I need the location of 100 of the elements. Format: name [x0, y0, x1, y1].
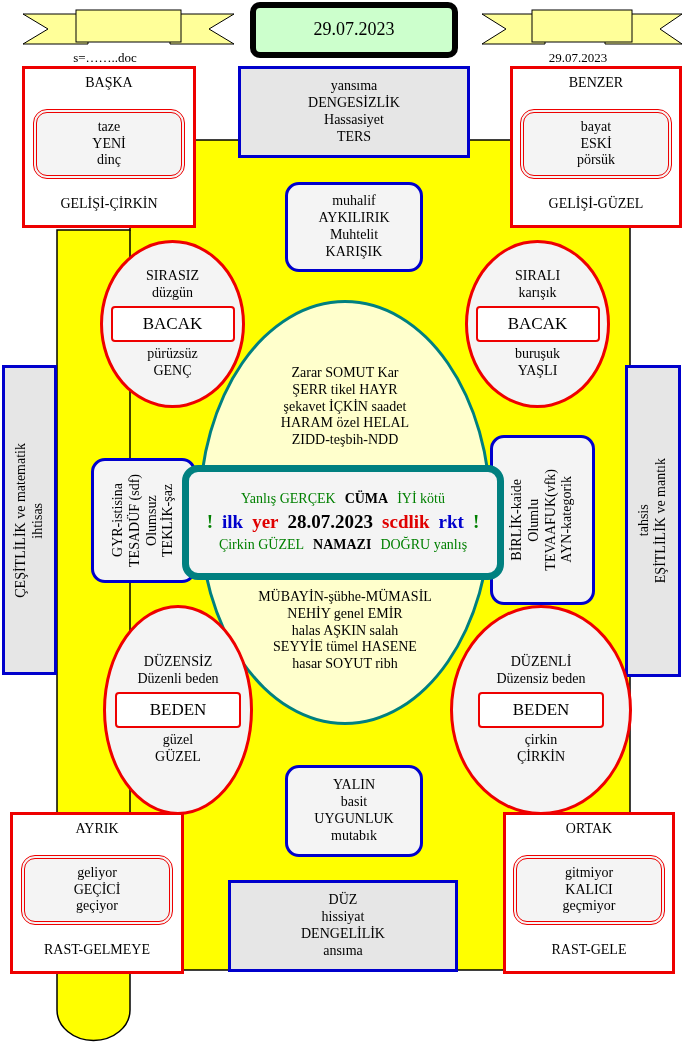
vertical-box — [625, 365, 681, 677]
node-text: YAŞLI — [516, 362, 559, 380]
node-text: ihtisas — [29, 502, 46, 538]
node-text: ilk — [222, 511, 244, 534]
node-text: dinç — [96, 152, 122, 170]
node-text: ÇEŞİTLİLİK ve matematik — [12, 442, 29, 598]
node-text: Zarar SOMUT Kar — [291, 365, 399, 382]
node-text: Olumlu — [525, 498, 542, 542]
node-text: GEÇİCİ — [73, 881, 121, 899]
node-text: pörsük — [576, 152, 616, 170]
node-text: TEKLİK-şaz — [160, 483, 177, 558]
node-text: AYKILIRIK — [318, 210, 390, 227]
node-text: mutabık — [331, 827, 377, 845]
node-text: BİRLİK-kaide — [508, 479, 525, 561]
node-text: Çirkin GÜZEL — [218, 536, 305, 554]
node-text: BACAK — [142, 313, 203, 335]
date-box — [250, 2, 458, 58]
node-text: CÜMA — [344, 491, 389, 509]
header-note: s=……..doc — [73, 50, 137, 66]
outlined-box — [22, 66, 196, 228]
node-text: TEVAAFUK(vfk) — [542, 469, 559, 571]
label-box — [475, 306, 600, 342]
node-text: BACAK — [507, 313, 568, 335]
outlined-box — [238, 66, 470, 158]
node-text: ÇİRKİN — [516, 748, 566, 766]
node-text: Muhtelit — [329, 227, 379, 244]
rounded-box — [285, 765, 423, 857]
node-text: düzgün — [150, 285, 195, 302]
node-text: muhalif — [332, 193, 376, 211]
node-text: karışık — [517, 285, 558, 302]
node-text: YALIN — [333, 777, 375, 795]
node-text: pürüzsüz — [147, 346, 198, 363]
node-text: BAŞKA — [85, 75, 133, 92]
node-text: EŞİTLİLİK ve mantık — [653, 458, 669, 584]
node-text: basit — [340, 794, 368, 811]
node-text: GELİŞİ-ÇİRKİN — [60, 196, 158, 213]
node-text: halas AŞKIN salah — [291, 622, 399, 639]
node-text: şekavet İÇKİN saadet — [283, 398, 407, 416]
node-text: DENGESİZLİK — [308, 95, 400, 112]
node-text: İYİ kötü — [397, 491, 445, 509]
node-text: bayat — [580, 118, 612, 136]
node-text: GÜZEL — [155, 748, 201, 766]
node-text: UYGUNLUK — [314, 811, 394, 828]
node-text: geçiyor — [76, 898, 118, 916]
node-text: Düzensiz beden — [496, 671, 586, 688]
node-text: tahsis — [636, 505, 653, 537]
node-text: çirkin — [523, 732, 559, 749]
node-text: ! — [472, 511, 480, 534]
node-text: hissiyat — [321, 909, 365, 926]
node-text: RAST-GELMEYE — [43, 942, 150, 959]
label-box — [478, 692, 604, 728]
label-box — [115, 692, 241, 728]
outlined-box — [228, 880, 458, 972]
node-text: AYRIK — [75, 821, 119, 838]
node-text: AYN-kategorik — [559, 476, 576, 564]
node-text: 28.07.2023 — [287, 511, 374, 534]
vertical-box — [2, 365, 57, 675]
node-text: GENÇ — [152, 362, 193, 380]
node-text: 29.07.2023 — [313, 19, 395, 41]
node-text: rkt — [438, 511, 464, 534]
node-text: buruşuk — [514, 346, 561, 363]
label-box — [110, 306, 235, 342]
node-text: scdlik — [382, 511, 430, 534]
node-text: SIRASIZ — [146, 268, 199, 286]
rounded-box — [285, 182, 423, 272]
outlined-box — [503, 812, 675, 974]
node-text: KALICI — [565, 881, 613, 899]
node-text: SEYYİE tümel HASENE — [273, 639, 417, 657]
node-text: Yanlış GERÇEK — [241, 491, 336, 509]
node-text: GELİŞİ-GÜZEL — [548, 196, 644, 213]
node-text: DÜZ — [328, 892, 358, 910]
node-text: SIRALI — [514, 268, 561, 286]
node-text: HARAM özel HELAL — [280, 415, 410, 433]
node-text: ORTAK — [565, 821, 613, 838]
node-text: Hassasiyet — [324, 112, 384, 129]
header-note: 29.07.2023 — [548, 50, 608, 66]
node-text: ZIDD-teşbih-NDD — [291, 432, 399, 449]
node-text: güzel — [161, 732, 195, 749]
outlined-box — [10, 812, 184, 974]
node-text: DÜZENLİ — [509, 654, 573, 672]
node-text: gitmiyor — [564, 864, 614, 882]
rounded-box — [490, 435, 595, 605]
node-text: ŞERR tikel HAYR — [292, 381, 398, 399]
node-text: KARIŞIK — [325, 243, 383, 261]
outlined-box — [510, 66, 682, 228]
node-text: RAST-GELE — [551, 942, 627, 959]
node-text: YENİ — [92, 135, 126, 153]
node-text: ansıma — [323, 942, 363, 960]
node-text: TESADÜF (sdf) — [126, 474, 143, 567]
rounded-box — [520, 109, 672, 179]
node-text: BEDEN — [512, 699, 570, 721]
node-text: yer — [252, 511, 279, 534]
node-text: DENGELİLİK — [301, 926, 385, 943]
rounded-box — [33, 109, 185, 179]
rounded-box — [182, 465, 504, 580]
node-text: DOĞRU yanlış — [380, 536, 468, 554]
node-text: ESKİ — [580, 135, 612, 153]
node-text: BENZER — [568, 75, 624, 92]
node-text: Düzenli beden — [137, 671, 219, 688]
node-text: NEHİY genel EMİR — [287, 605, 403, 623]
